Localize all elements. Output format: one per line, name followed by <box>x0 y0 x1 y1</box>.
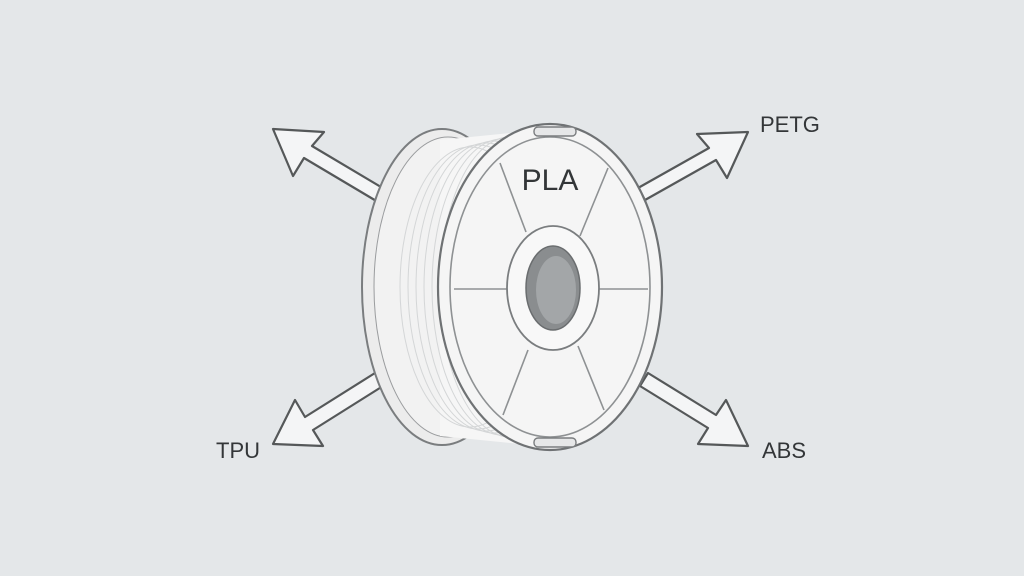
arrow-up-right-icon <box>636 130 750 202</box>
label-tpu: TPU <box>216 438 260 463</box>
arrow-down-left-icon <box>271 371 385 448</box>
arrow-up-left-icon <box>271 127 388 204</box>
label-abs: ABS <box>762 438 807 463</box>
label-petg: PETG <box>760 112 820 137</box>
filament-spool <box>361 122 664 452</box>
spool-label: PLA <box>521 164 579 197</box>
arrow-down-right-icon <box>638 371 750 448</box>
